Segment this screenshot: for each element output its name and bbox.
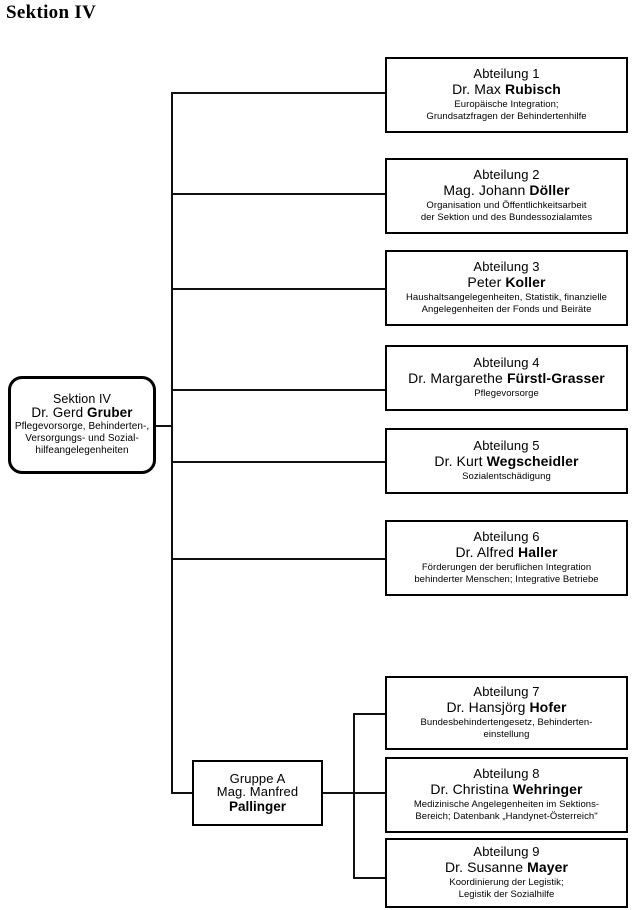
department-node-7-desc-line-1: Bundesbehindertengesetz, Behinderten-: [420, 717, 593, 729]
department-node-2-desc-line-2: der Sektion und des Bundessozialamtes: [420, 211, 593, 223]
department-node-5-person-surname: Wegscheidler: [486, 453, 579, 470]
department-node-9-title: Abteilung 9: [473, 844, 540, 860]
department-node-8-person-prefix: Dr. Christina: [430, 781, 513, 798]
department-node-3-desc-line-1: Haushaltsangelegenheiten, Statistik, fin…: [406, 292, 607, 304]
department-node-6[interactable]: Abteilung 6 Dr. Alfred Haller Förderunge…: [385, 520, 628, 596]
department-node-6-person-surname: Haller: [518, 544, 558, 561]
department-node-6-person-prefix: Dr. Alfred: [455, 544, 519, 561]
department-node-5-person: Dr. Kurt Wegscheidler: [434, 454, 578, 469]
department-node-7-person-surname: Hofer: [529, 699, 567, 716]
department-node-5-desc-line-1: Sozialentschädigung: [462, 470, 551, 482]
department-node-2[interactable]: Abteilung 2 Mag. Johann Döller Organisat…: [385, 158, 628, 234]
connector-branch-2: [171, 193, 387, 195]
group-a-person-prefix: Mag. Manfred: [216, 784, 299, 800]
department-node-3-person-prefix: Peter: [467, 274, 506, 291]
group-a-person-surname: Pallinger: [228, 799, 287, 815]
group-a-title: Gruppe A: [229, 770, 286, 786]
root-node-person-surname: Gruber: [87, 404, 133, 420]
department-node-1-person-surname: Rubisch: [504, 81, 561, 98]
root-node-desc-line-1: Pflegevorsorge, Behinderten-,: [14, 420, 150, 432]
department-node-6-person: Dr. Alfred Haller: [455, 545, 557, 560]
connector-root-stub: [155, 425, 173, 427]
department-node-3[interactable]: Abteilung 3 Peter Koller Haushaltsangele…: [385, 250, 628, 326]
department-node-1-person-prefix: Dr. Max: [452, 81, 505, 98]
department-node-5-person-prefix: Dr. Kurt: [434, 453, 487, 470]
department-node-3-title: Abteilung 3: [473, 259, 540, 275]
department-node-8-desc-line-1: Medizinische Angelegenheiten im Sektions…: [413, 799, 600, 811]
department-node-8-person-surname: Wehringer: [512, 781, 583, 798]
department-node-2-desc-line-1: Organisation und Öffentlichkeitsarbeit: [426, 200, 587, 212]
connector-branch-1: [171, 92, 387, 94]
department-node-4-desc-line-1: Pflegevorsorge: [474, 387, 539, 399]
department-node-4-person-prefix: Dr. Margarethe: [408, 370, 507, 387]
connector-branch-group-a: [171, 792, 195, 794]
root-node-desc-line-3: hilfeangelegenheiten: [35, 445, 129, 457]
connector-branch-7: [353, 713, 387, 715]
connector-group-a-stub: [321, 792, 355, 794]
department-node-6-desc-line-1: Förderungen der beruflichen Integration: [421, 562, 592, 574]
department-node-4-title: Abteilung 4: [473, 355, 540, 371]
root-node-desc-line-2: Versorgungs- und Sozial-: [25, 433, 139, 445]
department-node-7-person-prefix: Dr. Hansjörg: [446, 699, 530, 716]
department-node-2-person-surname: Döller: [529, 182, 570, 199]
department-node-9-desc-line-2: Legistik der Sozialhilfe: [458, 888, 555, 900]
root-node-title: Sektion IV: [53, 391, 111, 406]
department-node-7-title: Abteilung 7: [473, 684, 540, 700]
connector-trunk-group-a: [353, 713, 355, 879]
department-node-9-person-prefix: Dr. Susanne: [444, 859, 528, 876]
department-node-2-title: Abteilung 2: [473, 167, 540, 183]
department-node-9-person: Dr. Susanne Mayer: [445, 860, 568, 875]
department-node-3-person: Peter Koller: [467, 275, 545, 290]
department-node-6-desc-line-2: behinderter Menschen; Integrative Betrie…: [414, 573, 599, 585]
department-node-9[interactable]: Abteilung 9 Dr. Susanne Mayer Koordinier…: [385, 838, 628, 908]
department-node-4-person: Dr. Margarethe Fürstl-Grasser: [408, 371, 605, 386]
connector-branch-8: [353, 792, 387, 794]
department-node-4[interactable]: Abteilung 4 Dr. Margarethe Fürstl-Grasse…: [385, 345, 628, 411]
connector-trunk-main: [171, 92, 173, 794]
connector-branch-4: [171, 389, 387, 391]
department-node-8[interactable]: Abteilung 8 Dr. Christina Wehringer Medi…: [385, 757, 628, 833]
department-node-9-person-surname: Mayer: [527, 859, 569, 876]
department-node-1-desc-line-2: Grundsatzfragen der Behindertenhilfe: [426, 110, 587, 122]
department-node-8-desc-line-2: Bereich; Datenbank „Handynet-Österreich": [415, 810, 598, 822]
department-node-3-desc-line-2: Angelegenheiten der Fonds und Beiräte: [421, 303, 592, 315]
root-node-person-prefix: Dr. Gerd: [31, 404, 88, 420]
department-node-2-person: Mag. Johann Döller: [443, 183, 569, 198]
connector-branch-6: [171, 558, 387, 560]
department-node-4-person-surname: Fürstl-Grasser: [506, 370, 605, 387]
group-a-node[interactable]: Gruppe A Mag. Manfred Pallinger: [192, 760, 323, 826]
department-node-7-person: Dr. Hansjörg Hofer: [446, 700, 566, 715]
connector-branch-5: [171, 461, 387, 463]
department-node-1[interactable]: Abteilung 1 Dr. Max Rubisch Europäische …: [385, 57, 628, 133]
department-node-2-person-prefix: Mag. Johann: [443, 182, 530, 199]
department-node-8-person: Dr. Christina Wehringer: [430, 782, 582, 797]
root-node-person: Dr. Gerd Gruber: [31, 404, 133, 420]
department-node-5-title: Abteilung 5: [473, 438, 540, 454]
page-title: Sektion IV: [6, 2, 97, 23]
connector-branch-9: [353, 877, 387, 879]
department-node-1-person: Dr. Max Rubisch: [452, 82, 561, 97]
department-node-6-title: Abteilung 6: [473, 529, 540, 545]
department-node-7[interactable]: Abteilung 7 Dr. Hansjörg Hofer Bundesbeh…: [385, 676, 628, 750]
department-node-9-desc-line-1: Koordinierung der Legistik;: [449, 877, 564, 889]
department-node-1-desc-line-1: Europäische Integration;: [454, 99, 559, 111]
department-node-1-title: Abteilung 1: [473, 66, 540, 82]
department-node-8-title: Abteilung 8: [473, 766, 540, 782]
connector-branch-3: [171, 288, 387, 290]
root-node[interactable]: Sektion IV Dr. Gerd Gruber Pflegevorsorg…: [8, 376, 156, 474]
department-node-7-desc-line-2: einstellung: [483, 728, 530, 740]
department-node-3-person-surname: Koller: [505, 274, 546, 291]
department-node-5[interactable]: Abteilung 5 Dr. Kurt Wegscheidler Sozial…: [385, 428, 628, 494]
